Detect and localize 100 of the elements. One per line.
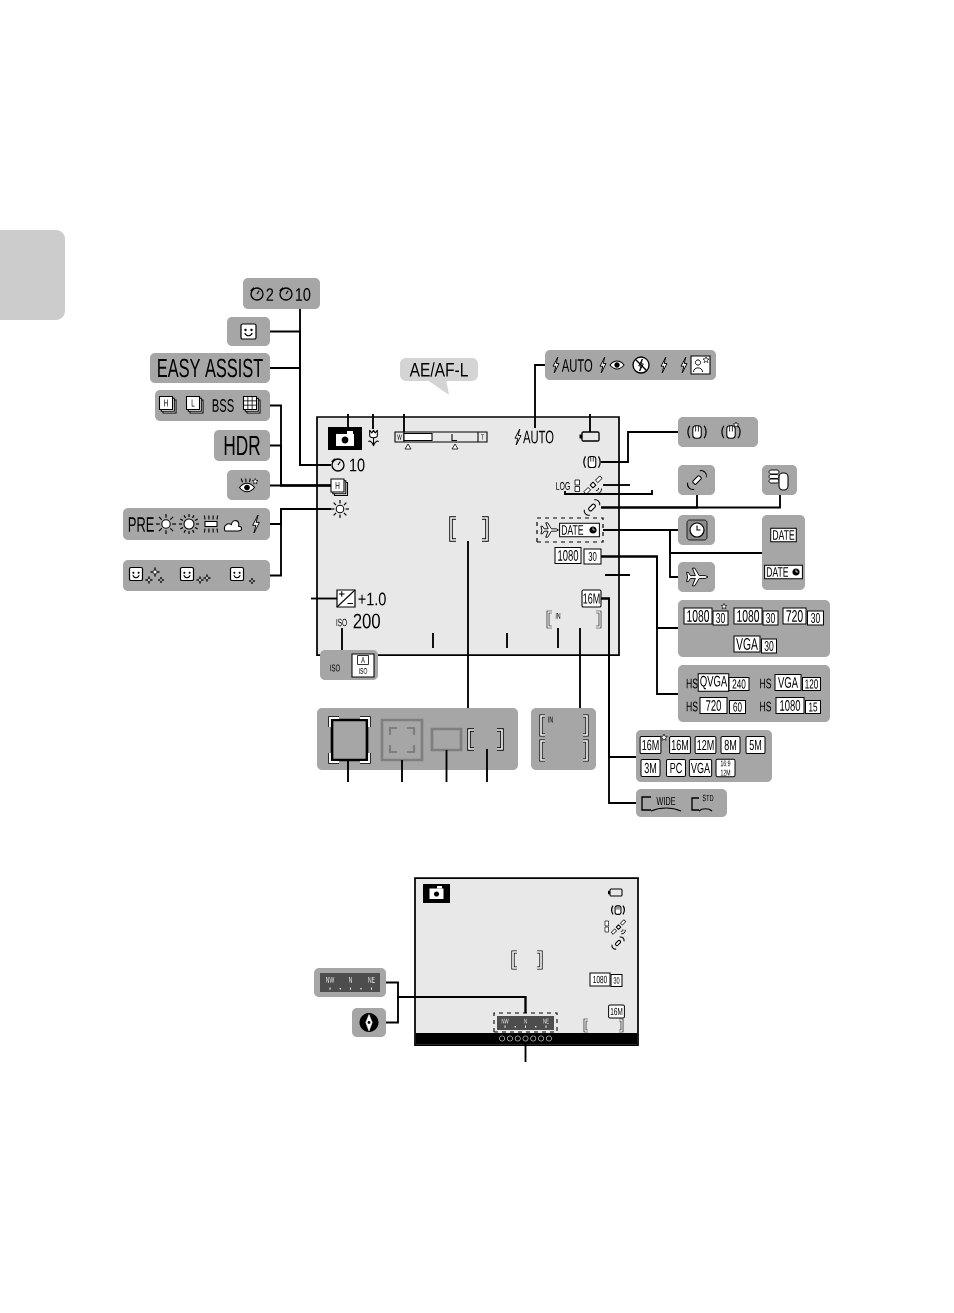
leader-line <box>600 555 679 695</box>
leader-line <box>310 597 338 600</box>
letter-frame: H <box>158 395 174 411</box>
self-timer-label: 10 <box>295 288 311 301</box>
leader-line <box>385 996 527 1024</box>
leader-line <box>347 759 349 783</box>
leader-line <box>602 484 631 486</box>
frame-rate-label: 30 <box>610 974 623 987</box>
letter-frame: L <box>185 395 201 411</box>
log-label: LOG <box>556 482 570 490</box>
callout-box: HDR <box>214 430 270 461</box>
shooting-mode-icon <box>328 427 362 450</box>
leader-line <box>341 627 343 651</box>
flash-mode-label: AUTO <box>561 359 593 372</box>
leader-line <box>347 413 349 428</box>
shooting-mode-label: BSS <box>212 399 234 412</box>
flash-mode-label: AUTO <box>523 430 554 444</box>
movie-size-label: 720 <box>782 607 807 625</box>
frame-rate-label: 120 <box>802 676 821 692</box>
movie-size-label: VGA <box>774 674 802 691</box>
leader-line <box>432 632 434 649</box>
date-stamp-label: DATE <box>559 522 600 538</box>
image-size-label: 16M <box>669 736 691 754</box>
high-speed-label: HS <box>686 701 698 712</box>
focus-frame <box>328 716 371 764</box>
iso-label: A <box>361 656 365 664</box>
leader-line <box>604 574 631 576</box>
leader-line <box>524 1042 527 1063</box>
sun-icon <box>330 499 350 519</box>
preset-label: PRE <box>128 517 154 532</box>
leader-line <box>269 367 332 466</box>
leader-line <box>579 627 581 709</box>
self-timer-label: 10 <box>350 458 365 472</box>
focus-area <box>380 718 424 762</box>
focus-area <box>430 727 463 752</box>
iso-label: ISO <box>336 618 347 627</box>
memory-label: IN <box>555 613 561 619</box>
leader-line <box>445 749 448 783</box>
date-stamp-label: DATE <box>764 564 803 580</box>
leader-line <box>403 413 405 433</box>
movie-size-label: QVGA <box>697 673 730 692</box>
focus-brackets <box>449 516 489 542</box>
speech-bubble: AE/AF-L <box>400 358 478 395</box>
image-size-label: 8M <box>720 736 741 754</box>
movie-size-label: VGA <box>733 635 761 653</box>
self-timer-label: 2 <box>266 288 274 301</box>
frame-rate-label: 60 <box>729 699 746 715</box>
wireless-icon <box>583 499 601 516</box>
letter-frame: H <box>330 478 345 493</box>
movie-size-label: 1080 <box>733 607 763 625</box>
high-speed-label: HS <box>760 701 772 712</box>
iso-label: ISO <box>359 668 368 674</box>
image-size-label: 16M <box>639 736 662 754</box>
frame-rate-label: 240 <box>728 676 750 692</box>
leader-line <box>600 597 637 804</box>
frame-rate-label: 30 <box>807 610 824 626</box>
panorama-label: WIDE <box>656 796 676 806</box>
leader-line <box>269 484 332 487</box>
battery-icon <box>579 431 600 442</box>
date-stamp-label: DATE <box>770 527 797 543</box>
frame-rate-label: 15 <box>805 700 821 714</box>
image-size-label: 16M <box>608 1004 625 1019</box>
focus-brackets <box>467 728 504 751</box>
exposure-value: +1.0 <box>358 592 386 606</box>
leader-line <box>467 540 469 709</box>
leader-line <box>564 489 653 495</box>
leader-line <box>557 627 559 649</box>
iso-value: 200 <box>353 613 380 629</box>
placeholder-text: ○○○○○○○ <box>499 1035 552 1042</box>
compass-label: NW <box>326 976 335 983</box>
tulip-icon <box>367 429 380 447</box>
image-size-label: 16:9 12M <box>715 758 736 778</box>
leader-line <box>602 529 763 554</box>
movie-size-label: 1080 <box>589 972 611 987</box>
compass-label: N <box>349 976 352 983</box>
frame-rate-label: 30 <box>761 638 777 654</box>
image-size-label: PC <box>666 759 686 777</box>
movie-size-label: 1080 <box>554 547 582 564</box>
hand-icon <box>583 455 601 469</box>
leader-line <box>506 632 508 649</box>
index-tab <box>0 230 65 320</box>
image-size-label: VGA <box>688 759 713 777</box>
high-speed-label: HS <box>760 678 772 689</box>
panorama-label: STD <box>702 794 714 802</box>
compass-label: NE <box>368 976 375 983</box>
satellite-icon <box>583 475 603 495</box>
leader-line <box>372 413 374 430</box>
leader-line <box>486 748 488 783</box>
high-speed-label: HS <box>686 678 698 689</box>
leader-line <box>600 431 679 463</box>
callout-box: EASY ASSIST <box>150 353 270 383</box>
leader-line <box>534 364 546 429</box>
image-size-label: 5M <box>745 736 766 754</box>
image-size-label: 16M <box>581 589 602 608</box>
leader-line <box>600 494 781 509</box>
frame-rate-label: 30 <box>712 610 729 626</box>
image-size-label: 3M <box>640 759 661 777</box>
frame-rate-label: 30 <box>583 548 602 565</box>
memory-label: IN <box>548 716 553 723</box>
frame-rate-label: 30 <box>762 610 779 626</box>
